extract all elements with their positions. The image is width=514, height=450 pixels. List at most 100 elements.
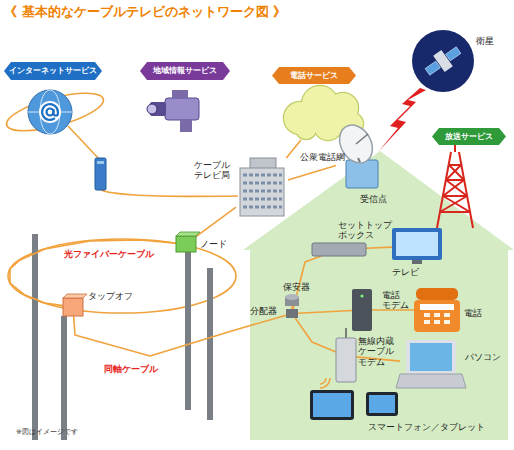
utility-pole — [207, 268, 213, 420]
tv-stand — [412, 260, 422, 264]
station-windows — [243, 175, 282, 207]
device-label: パソコン — [465, 352, 509, 362]
banner-outline — [4, 62, 102, 80]
service-banner: 電話サービス — [272, 67, 356, 84]
banner-text: 電話サービス — [290, 71, 338, 80]
device-label: タップオフ — [88, 291, 144, 301]
camera-top — [172, 90, 188, 98]
device-box: セットトップ ボックス — [312, 243, 366, 256]
orbit-line — [3, 86, 107, 139]
node-cube — [176, 236, 196, 252]
annotation-label: 同軸ケーブル — [104, 364, 158, 374]
device-label: ノード — [200, 239, 240, 249]
device-box: 電話 モデム — [352, 289, 372, 331]
tablet — [310, 390, 354, 420]
globe-grid — [40, 90, 60, 134]
cable-modem — [336, 338, 356, 382]
device-label: 電話 モデム — [382, 290, 412, 311]
radio-bolt — [378, 88, 426, 152]
video-camera — [165, 98, 199, 120]
device-label: 衛星 — [476, 36, 504, 46]
phone-modem — [352, 289, 372, 331]
at-symbol-disc — [39, 101, 61, 123]
tv-screen — [396, 232, 438, 256]
device-box: ケーブル テレビ局 — [236, 158, 288, 218]
device-label: 公衆電話網 — [300, 152, 360, 162]
device-label: セットトップ ボックス — [338, 220, 396, 241]
smartphone — [366, 392, 398, 416]
device-box: スマートフォン／タブレット — [310, 390, 398, 420]
dish-mount — [358, 158, 360, 162]
internet-wire — [68, 126, 100, 160]
device-box: 受信点 — [336, 128, 380, 190]
internet-wire — [101, 190, 238, 196]
cable-connector — [196, 207, 236, 236]
protector-top — [285, 294, 299, 300]
set-top-box — [312, 243, 366, 256]
device-label: 分配器 — [250, 306, 284, 316]
tapoff-cube-top — [63, 294, 87, 298]
receiver-box — [346, 160, 378, 188]
banner-text: 地域情報サービス — [153, 66, 217, 75]
annotation-label: ※図はイメージです — [16, 428, 78, 436]
router-box — [95, 158, 106, 190]
cable-connector — [295, 318, 336, 352]
device-box: 電話 — [414, 288, 460, 332]
laptop-screen — [410, 343, 452, 371]
banner-text: インターネットサービス — [9, 66, 97, 75]
diagram-title: 《 基本的なケーブルテレビのネットワーク図 》 — [4, 5, 286, 20]
cable-connector — [298, 311, 352, 314]
tablet-screen — [313, 393, 351, 417]
node-cube-top — [176, 232, 200, 236]
device-box: 衛星 — [412, 30, 474, 92]
device-label: テレビ — [392, 267, 432, 277]
telephone-display — [420, 304, 454, 310]
laptop-base — [396, 374, 466, 388]
device-box: 公衆電話網 — [282, 88, 362, 140]
utility-pole — [185, 252, 191, 410]
banner-outline — [272, 67, 356, 84]
cable-connector — [10, 240, 176, 306]
splitter-box — [286, 309, 298, 318]
cable-connector — [288, 166, 336, 181]
annotation-label: 光ファイバーケーブル — [64, 249, 154, 259]
globe — [28, 90, 72, 134]
device-label: ケーブル テレビ局 — [194, 160, 236, 181]
cable-connector — [366, 247, 392, 248]
utility-pole — [61, 316, 67, 440]
service-banner: インターネットサービス — [4, 62, 102, 80]
tapoff-cube — [63, 298, 83, 316]
broadcast-tower — [437, 140, 473, 228]
camera-handle — [180, 120, 192, 132]
station-building — [240, 168, 284, 216]
device-box: テレビ — [392, 228, 442, 264]
cable-connector — [286, 140, 301, 158]
smartphone-screen — [369, 395, 395, 413]
modem-light — [361, 295, 364, 298]
device-label: 受信点 — [360, 194, 400, 204]
device-box: 無線内蔵 ケーブル モデム — [336, 330, 356, 382]
device-label: スマートフォン／タブレット — [368, 422, 508, 432]
modem-antenna — [345, 328, 347, 338]
dish-feed — [356, 134, 368, 144]
utility-pole — [32, 234, 38, 440]
fiber-ring — [8, 239, 236, 313]
wifi-waves — [320, 378, 330, 388]
device-label: 無線内蔵 ケーブル モデム — [358, 336, 398, 367]
satellite-badge — [412, 30, 474, 92]
television — [392, 228, 442, 260]
telephone-body — [414, 300, 460, 332]
telephone-keypad — [424, 313, 450, 324]
device-box: 保安器 — [285, 295, 299, 306]
banner-outline — [432, 128, 506, 145]
satellite-icon — [422, 42, 465, 80]
device-label: 電話 — [464, 308, 488, 318]
banner-text: 放送サービス — [445, 132, 493, 141]
device-box: パソコン — [400, 340, 462, 388]
service-banner: 地域情報サービス — [140, 62, 230, 80]
router-light — [97, 161, 104, 164]
at-symbol — [42, 104, 58, 120]
banner-outline — [140, 62, 230, 80]
service-banner: 放送サービス — [432, 128, 506, 145]
